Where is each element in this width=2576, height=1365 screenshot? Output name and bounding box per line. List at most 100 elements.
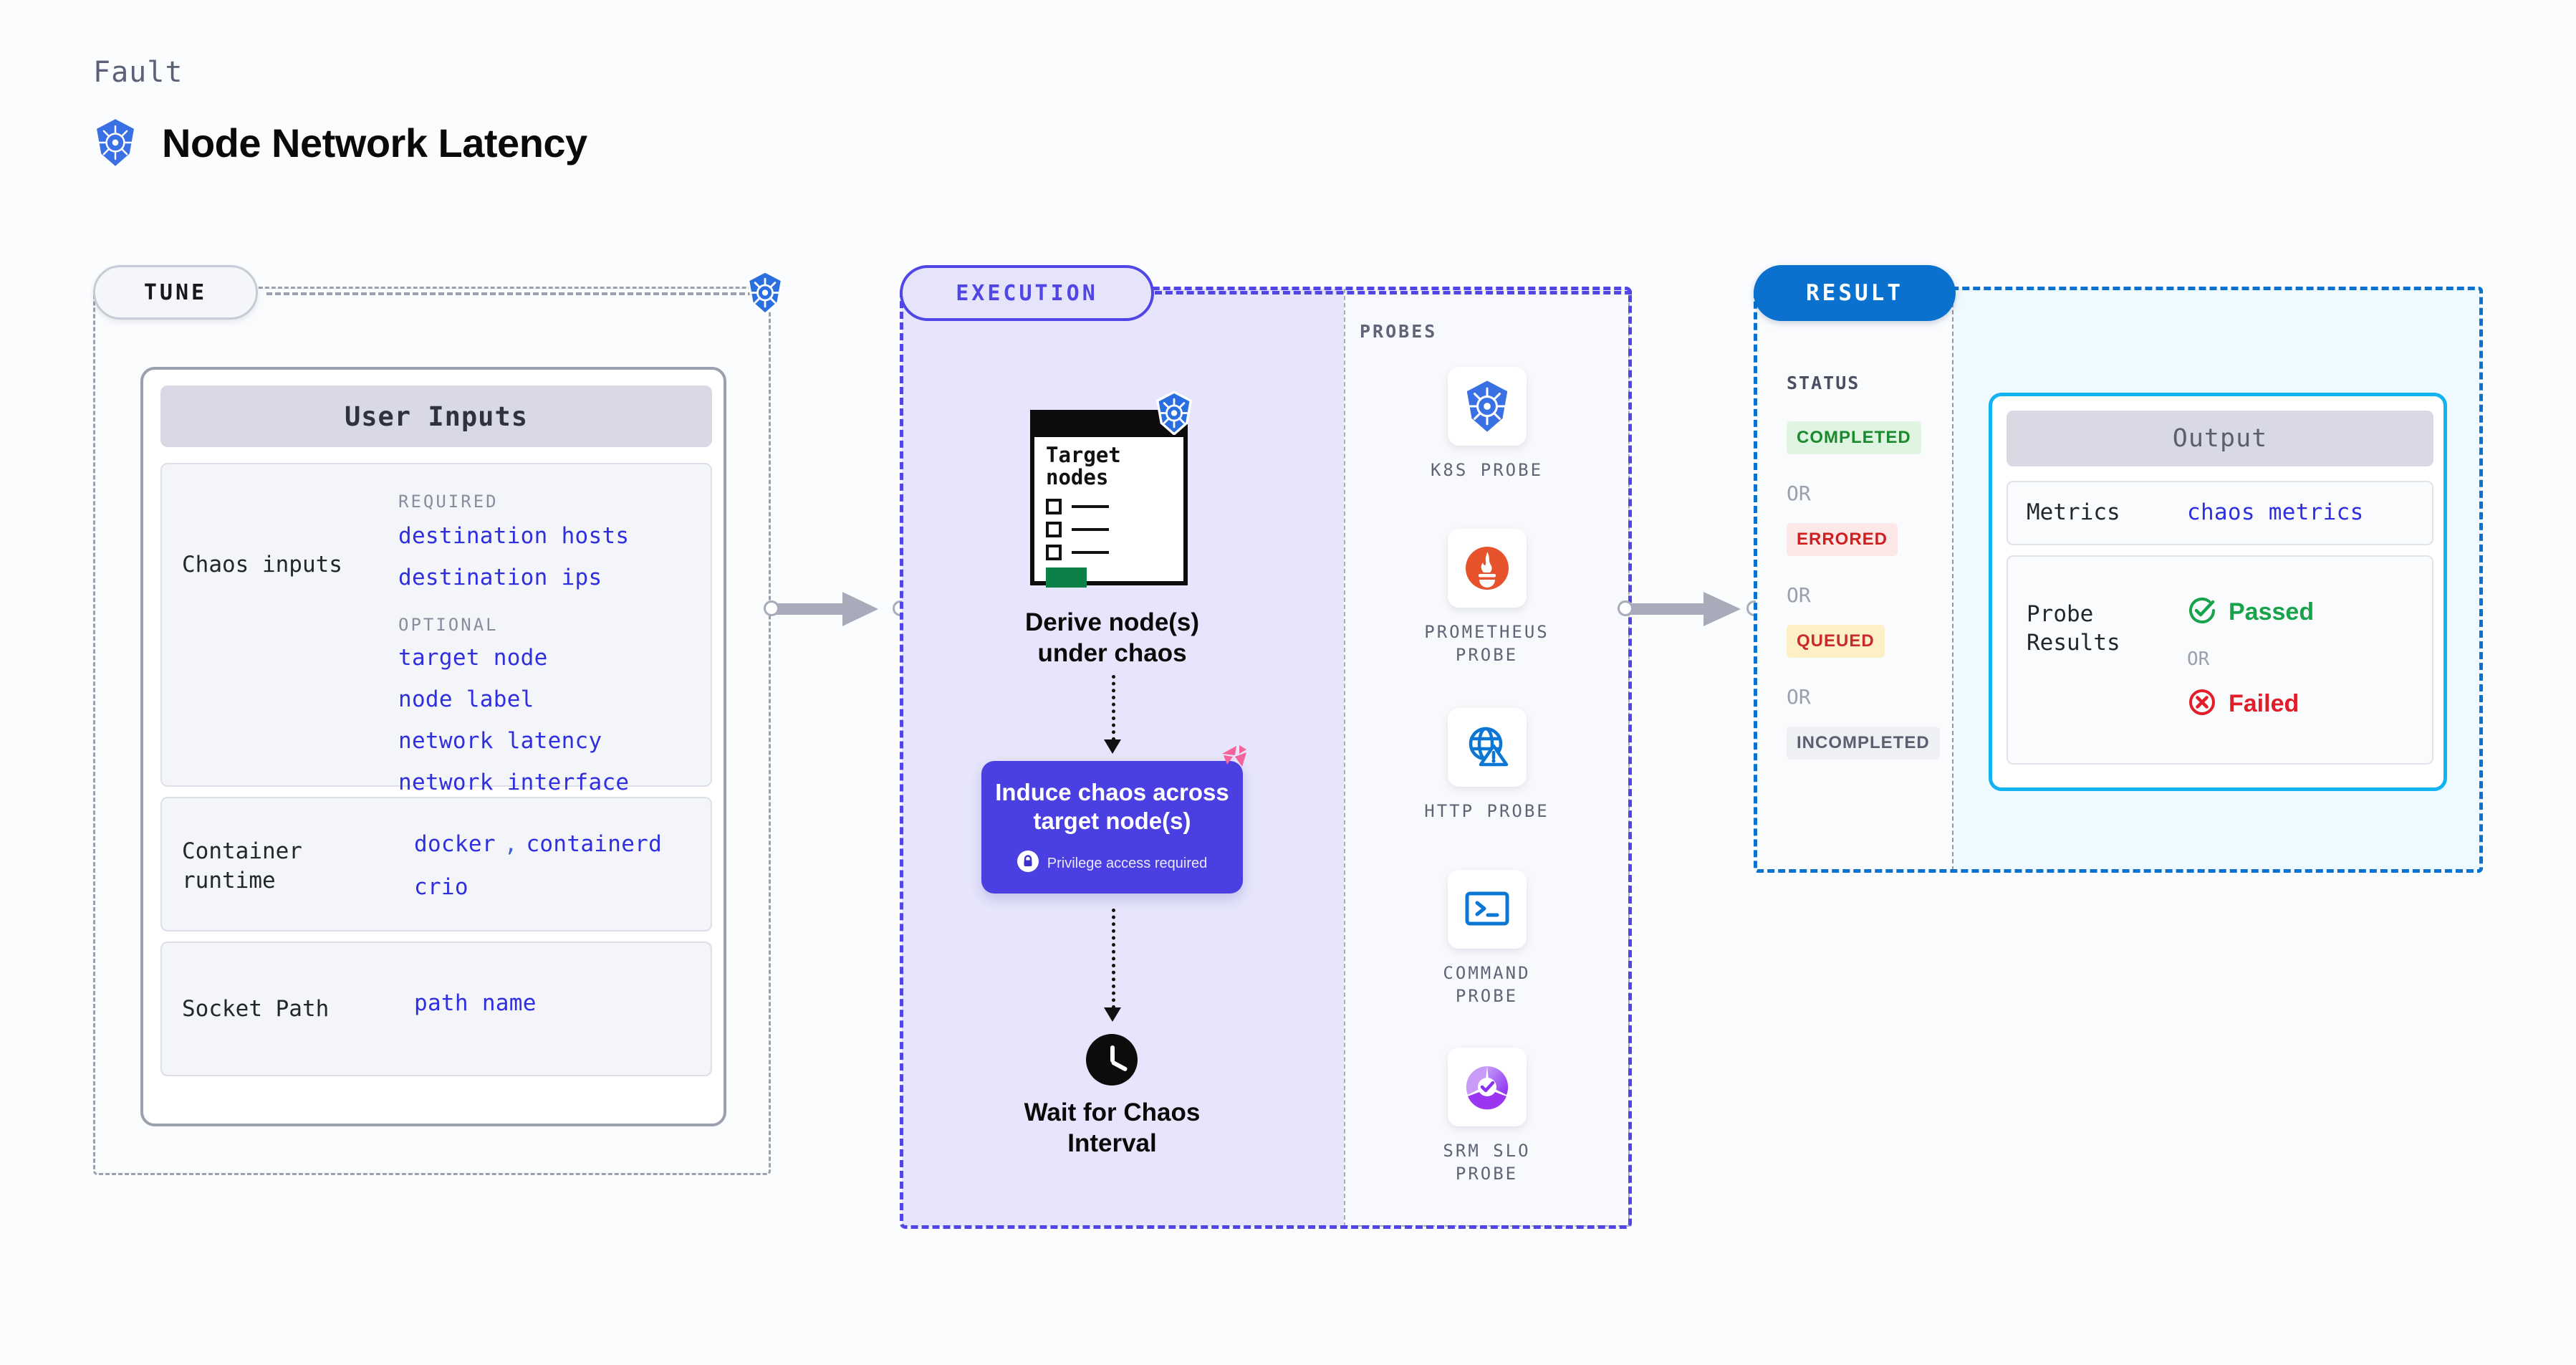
probe-label: SRM SLO PROBE bbox=[1443, 1141, 1531, 1184]
probe-result-failed: Failed bbox=[2187, 687, 2299, 721]
user-inputs-card: User Inputs Chaos inputs REQUIRED destin… bbox=[140, 367, 726, 1126]
failed-label: Failed bbox=[2229, 690, 2299, 717]
tune-dashed-connector bbox=[266, 292, 754, 295]
status-or-1: OR bbox=[1787, 482, 1811, 505]
checklist-row bbox=[1046, 522, 1109, 537]
probe-srm-slo[interactable]: SRM SLO PROBE bbox=[1344, 1048, 1630, 1186]
flow-line-2 bbox=[1112, 909, 1115, 1009]
connector-dot-execution-out bbox=[1618, 600, 1633, 616]
container-runtime-section: Container runtime docker , containerd cr… bbox=[160, 797, 712, 931]
probes-heading: PROBES bbox=[1360, 321, 1438, 342]
probe-http[interactable]: HTTP PROBE bbox=[1344, 708, 1630, 823]
page-title: Node Network Latency bbox=[162, 120, 587, 166]
probe-command[interactable]: COMMAND PROBE bbox=[1344, 870, 1630, 1008]
chaos-input-destination-hosts[interactable]: destination hosts bbox=[398, 523, 630, 549]
checkbox-icon bbox=[1046, 499, 1062, 514]
prometheus-icon bbox=[1447, 529, 1527, 608]
result-status-column bbox=[1756, 289, 1953, 871]
probe-result-passed: Passed bbox=[2187, 595, 2314, 629]
probe-label: HTTP PROBE bbox=[1424, 801, 1549, 821]
list-line bbox=[1072, 505, 1109, 508]
litmus-logo-icon bbox=[1218, 741, 1249, 776]
container-runtime-label: Container runtime bbox=[182, 838, 302, 894]
lock-icon bbox=[1017, 851, 1039, 876]
container-runtime-values-line1: docker , containerd bbox=[414, 831, 662, 857]
metrics-label: Metrics bbox=[2027, 499, 2120, 525]
kubernetes-icon bbox=[1154, 391, 1194, 439]
page-title-row: Node Network Latency bbox=[93, 118, 587, 167]
probe-label: PROMETHEUS PROBE bbox=[1424, 622, 1549, 666]
page-eyebrow: Fault bbox=[93, 56, 183, 89]
status-badge-errored: ERRORED bbox=[1787, 523, 1898, 556]
output-metrics-row: Metrics chaos metrics bbox=[2007, 481, 2433, 545]
chaos-input-node-label[interactable]: node label bbox=[398, 686, 534, 712]
derive-nodes-caption: Derive node(s) under chaos bbox=[1024, 608, 1200, 667]
list-line bbox=[1072, 551, 1109, 554]
checkbox-icon bbox=[1046, 522, 1062, 537]
checklist-row bbox=[1046, 499, 1109, 514]
required-heading: REQUIRED bbox=[398, 492, 499, 512]
socket-path-value[interactable]: path name bbox=[414, 990, 537, 1016]
runtime-docker[interactable]: docker bbox=[414, 831, 496, 857]
checkbox-icon bbox=[1046, 545, 1062, 560]
chaos-inputs-label: Chaos inputs bbox=[182, 552, 342, 578]
flow-arrowhead-2 bbox=[1104, 1007, 1121, 1022]
privilege-note-text: Privilege access required bbox=[1047, 855, 1208, 871]
result-panel bbox=[1754, 287, 2483, 873]
status-badge-incompleted: INCOMPLETED bbox=[1787, 727, 1940, 760]
arrow-execution-to-result bbox=[1618, 588, 1768, 634]
execution-panel bbox=[900, 287, 1632, 1229]
kubernetes-icon bbox=[93, 118, 138, 167]
probe-results-label: Probe Results bbox=[2027, 601, 2120, 656]
passed-label: Passed bbox=[2229, 598, 2315, 626]
kubernetes-icon bbox=[1447, 367, 1527, 446]
runtime-crio[interactable]: crio bbox=[414, 874, 468, 900]
runtime-separator: , bbox=[504, 831, 518, 857]
status-or-2: OR bbox=[1787, 583, 1811, 607]
induce-chaos-box[interactable]: Induce chaos across target node(s) Privi… bbox=[981, 761, 1243, 894]
chaos-input-network-interface[interactable]: network interface bbox=[398, 770, 630, 795]
output-probe-results-row: Probe Results Passed OR F bbox=[2007, 555, 2433, 765]
chaos-input-target-node[interactable]: target node bbox=[398, 645, 548, 671]
optional-heading: OPTIONAL bbox=[398, 615, 499, 635]
chaos-inputs-section: Chaos inputs REQUIRED destination hosts … bbox=[160, 463, 712, 795]
check-circle-icon bbox=[2187, 595, 2217, 629]
status-badge-queued: QUEUED bbox=[1787, 625, 1885, 658]
user-inputs-title: User Inputs bbox=[160, 385, 712, 447]
probe-k8s[interactable]: K8S PROBE bbox=[1344, 367, 1630, 482]
probe-prometheus[interactable]: PROMETHEUS PROBE bbox=[1344, 529, 1630, 667]
x-circle-icon bbox=[2187, 687, 2217, 721]
induce-chaos-title: Induce chaos across target node(s) bbox=[995, 778, 1229, 834]
checklist-row bbox=[1046, 545, 1109, 560]
connector-dot-tune-out bbox=[764, 600, 779, 616]
execution-pill[interactable]: EXECUTION bbox=[900, 265, 1154, 321]
socket-path-section: Socket Path path name bbox=[160, 942, 712, 1076]
kubernetes-icon bbox=[745, 270, 785, 318]
status-or-3: OR bbox=[1787, 685, 1811, 709]
probe-result-or: OR bbox=[2187, 648, 2210, 670]
flow-line-1 bbox=[1112, 675, 1115, 741]
progress-bar bbox=[1046, 567, 1087, 588]
result-pill[interactable]: RESULT bbox=[1754, 265, 1956, 321]
socket-path-label: Socket Path bbox=[182, 996, 330, 1022]
terminal-icon bbox=[1447, 870, 1527, 949]
chaos-input-network-latency[interactable]: network latency bbox=[398, 728, 602, 754]
flow-arrowhead-1 bbox=[1104, 739, 1121, 754]
probe-label: COMMAND PROBE bbox=[1443, 963, 1531, 1007]
target-nodes-illustration: Target nodes bbox=[1030, 391, 1195, 588]
chaos-input-destination-ips[interactable]: destination ips bbox=[398, 565, 602, 590]
status-heading: STATUS bbox=[1787, 373, 1860, 393]
wait-interval-caption: Wait for Chaos Interval bbox=[1024, 1098, 1201, 1157]
clock-icon bbox=[1086, 1034, 1138, 1086]
runtime-containerd[interactable]: containerd bbox=[526, 831, 663, 857]
output-card: Output Metrics chaos metrics Probe Resul… bbox=[1989, 393, 2447, 791]
metrics-value[interactable]: chaos metrics bbox=[2187, 499, 2364, 525]
privilege-note: Privilege access required bbox=[1017, 851, 1207, 876]
list-line bbox=[1072, 528, 1109, 531]
execution-dashed-connector bbox=[1155, 291, 1632, 294]
srm-slo-icon bbox=[1447, 1048, 1527, 1126]
tune-pill[interactable]: TUNE bbox=[93, 265, 258, 320]
globe-warning-icon bbox=[1447, 708, 1527, 787]
arrow-tune-to-execution bbox=[764, 588, 907, 634]
